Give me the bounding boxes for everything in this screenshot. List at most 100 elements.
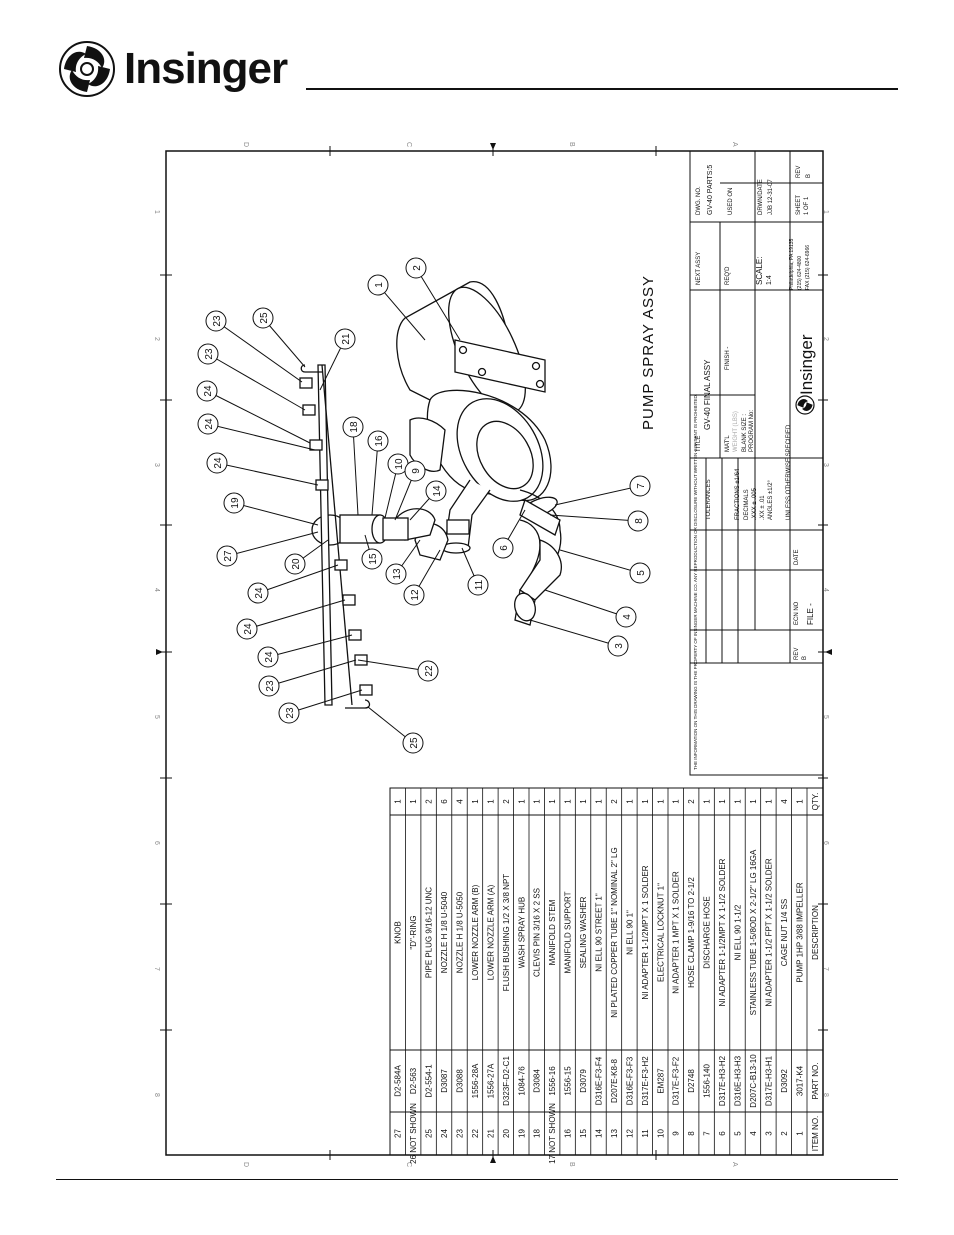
company-phone: (215) 624-4800	[797, 256, 803, 290]
bom-part-no: D2748	[687, 1069, 696, 1093]
dwg-no-value: GV-40 PARTS:5	[707, 165, 714, 215]
bom-description: "D"-RING	[409, 915, 418, 949]
callout-balloons: 1 2 7 8 6 5 4 3 11 12 13 14 15 16 18 10 …	[196, 257, 651, 754]
program-label: PROGRAM No:	[749, 410, 755, 452]
pump-illustration	[299, 281, 562, 709]
bom-qty: 1	[703, 799, 712, 804]
bom-part-no: D207C-B13-10	[749, 1054, 758, 1108]
title-block	[689, 150, 824, 776]
bom-part-no: D3079	[579, 1069, 588, 1093]
zone-label: 4	[153, 588, 160, 592]
bom-description: PUMP 1HP 3/88 IMPELLER	[795, 882, 804, 982]
zone-label: 1	[153, 210, 160, 214]
bom-part-no: 1556-140	[703, 1064, 712, 1098]
bom-part-no: 1084-76	[517, 1066, 526, 1096]
bom-description: NI ELL 90 1"	[625, 910, 634, 955]
bom-description: NOZZLE H 1/8 U-5040	[440, 891, 449, 973]
bom-description: NI ELL 90 1-1/2	[734, 904, 743, 960]
bom-item-no: 26 NOT SHOWN	[409, 1103, 418, 1164]
bom-qty: 1	[625, 799, 634, 804]
bom-part-no: D317E-H3-H1	[764, 1055, 773, 1106]
title-block-logo-icon	[795, 395, 815, 415]
company-fax: FAX (215) 624-6966	[805, 245, 811, 290]
bom-qty: 4	[780, 799, 789, 804]
dwg-no-label: DWG. NO.	[696, 186, 702, 215]
svg-text:20: 20	[291, 558, 302, 570]
blank-size-label: BLANK SIZE :	[742, 414, 748, 452]
svg-text:21: 21	[341, 333, 352, 345]
bom-qty: 1	[764, 799, 773, 804]
bom-item-no: 17 NOT SHOWN	[548, 1103, 557, 1164]
reqd-label: REQ'D	[725, 266, 731, 285]
bom-description: NI ADAPTER 1-1/2 FPT X 1-1/2 SOLDER	[764, 858, 773, 1007]
bom-item-no: 1	[795, 1131, 804, 1136]
bom-part-no: D3092	[780, 1069, 789, 1093]
bom-qty: 6	[440, 799, 449, 804]
sheet-label: SHEET	[796, 195, 802, 215]
svg-text:16: 16	[374, 435, 385, 447]
bom-description: MANIFOLD SUPPORT	[564, 891, 573, 973]
decimals-label: DECIMALS	[744, 489, 750, 520]
tolerances-label: TOLERANCES	[706, 479, 712, 520]
bom-qty: 1	[533, 799, 542, 804]
bom-part-no: EM287	[656, 1068, 665, 1094]
bom-description: NI ADAPTER 1-1/2MPT X 1 SOLDER	[641, 865, 650, 999]
zone-label: 5	[822, 715, 829, 719]
bom-item-no: 6	[718, 1131, 727, 1136]
zone-label: 6	[822, 841, 829, 845]
bom-part-no: 3017-K4	[795, 1065, 804, 1096]
bom-item-no: 7	[703, 1131, 712, 1136]
bom-item-no: 2	[780, 1131, 789, 1136]
bom-header-desc: DESCRIPTION	[811, 905, 820, 960]
bom-qty: 1	[486, 799, 495, 804]
brand-name: Insinger	[124, 44, 288, 93]
svg-text:24: 24	[254, 587, 265, 599]
svg-text:24: 24	[203, 385, 214, 397]
unless-specified: UNLESS OTHERWISE SPECIFIED	[786, 424, 792, 520]
zone-label: B	[568, 142, 575, 147]
bom-part-no: 1556-27A	[486, 1063, 495, 1098]
weight-label: WEIGHT (LBS)	[733, 411, 739, 452]
bom-part-no: D3088	[456, 1069, 465, 1093]
company-name: Insinger	[797, 334, 816, 395]
rev-value: B	[802, 656, 808, 660]
bom-qty: 1	[641, 799, 650, 804]
rev-box-value: B	[806, 174, 812, 178]
bom-part-no: D3087	[440, 1069, 449, 1093]
bom-item-no: 27	[394, 1129, 403, 1138]
bom-item-no: 9	[672, 1131, 681, 1136]
bom-qty: 4	[456, 799, 465, 804]
bom-part-no: D207E-K8-8	[610, 1058, 619, 1103]
bom-qty: 1	[672, 799, 681, 804]
zone-label: A	[731, 1162, 738, 1167]
bom-part-no: 1556-15	[564, 1066, 573, 1096]
svg-text:23: 23	[204, 348, 215, 360]
footer-rule	[56, 1179, 898, 1180]
svg-text:13: 13	[392, 568, 403, 580]
svg-text:18: 18	[349, 421, 360, 433]
svg-text:24: 24	[213, 457, 224, 469]
zone-label: 8	[153, 1093, 160, 1097]
zone-label: 2	[153, 337, 160, 341]
bom-qty: 1	[795, 799, 804, 804]
bom-part-no: D3084	[533, 1069, 542, 1093]
bom-header-part: PART NO.	[811, 1063, 820, 1100]
bom-description: KNOB	[394, 921, 403, 944]
zone-label: 3	[822, 463, 829, 467]
bom-description: LOWER NOZZLE ARM (B)	[471, 884, 480, 980]
drawn-value: JJB 12-31-07	[768, 179, 774, 215]
company-address: Philadelphia, PA 19135	[789, 238, 795, 290]
svg-text:12: 12	[410, 589, 421, 601]
bom-description: SEALING WASHER	[579, 896, 588, 968]
decimals-xxx: .XXX ± .005	[752, 487, 758, 520]
bom-header-item: ITEM NO.	[811, 1116, 820, 1152]
bom-item-no: 22	[471, 1129, 480, 1138]
bom-qty: 2	[610, 799, 619, 804]
svg-text:7: 7	[636, 483, 647, 489]
svg-text:19: 19	[230, 497, 241, 509]
svg-text:22: 22	[424, 665, 435, 677]
drawn-label: DRWN/DATE	[758, 179, 764, 215]
svg-text:23: 23	[212, 315, 223, 327]
bom-item-no: 5	[734, 1131, 743, 1136]
